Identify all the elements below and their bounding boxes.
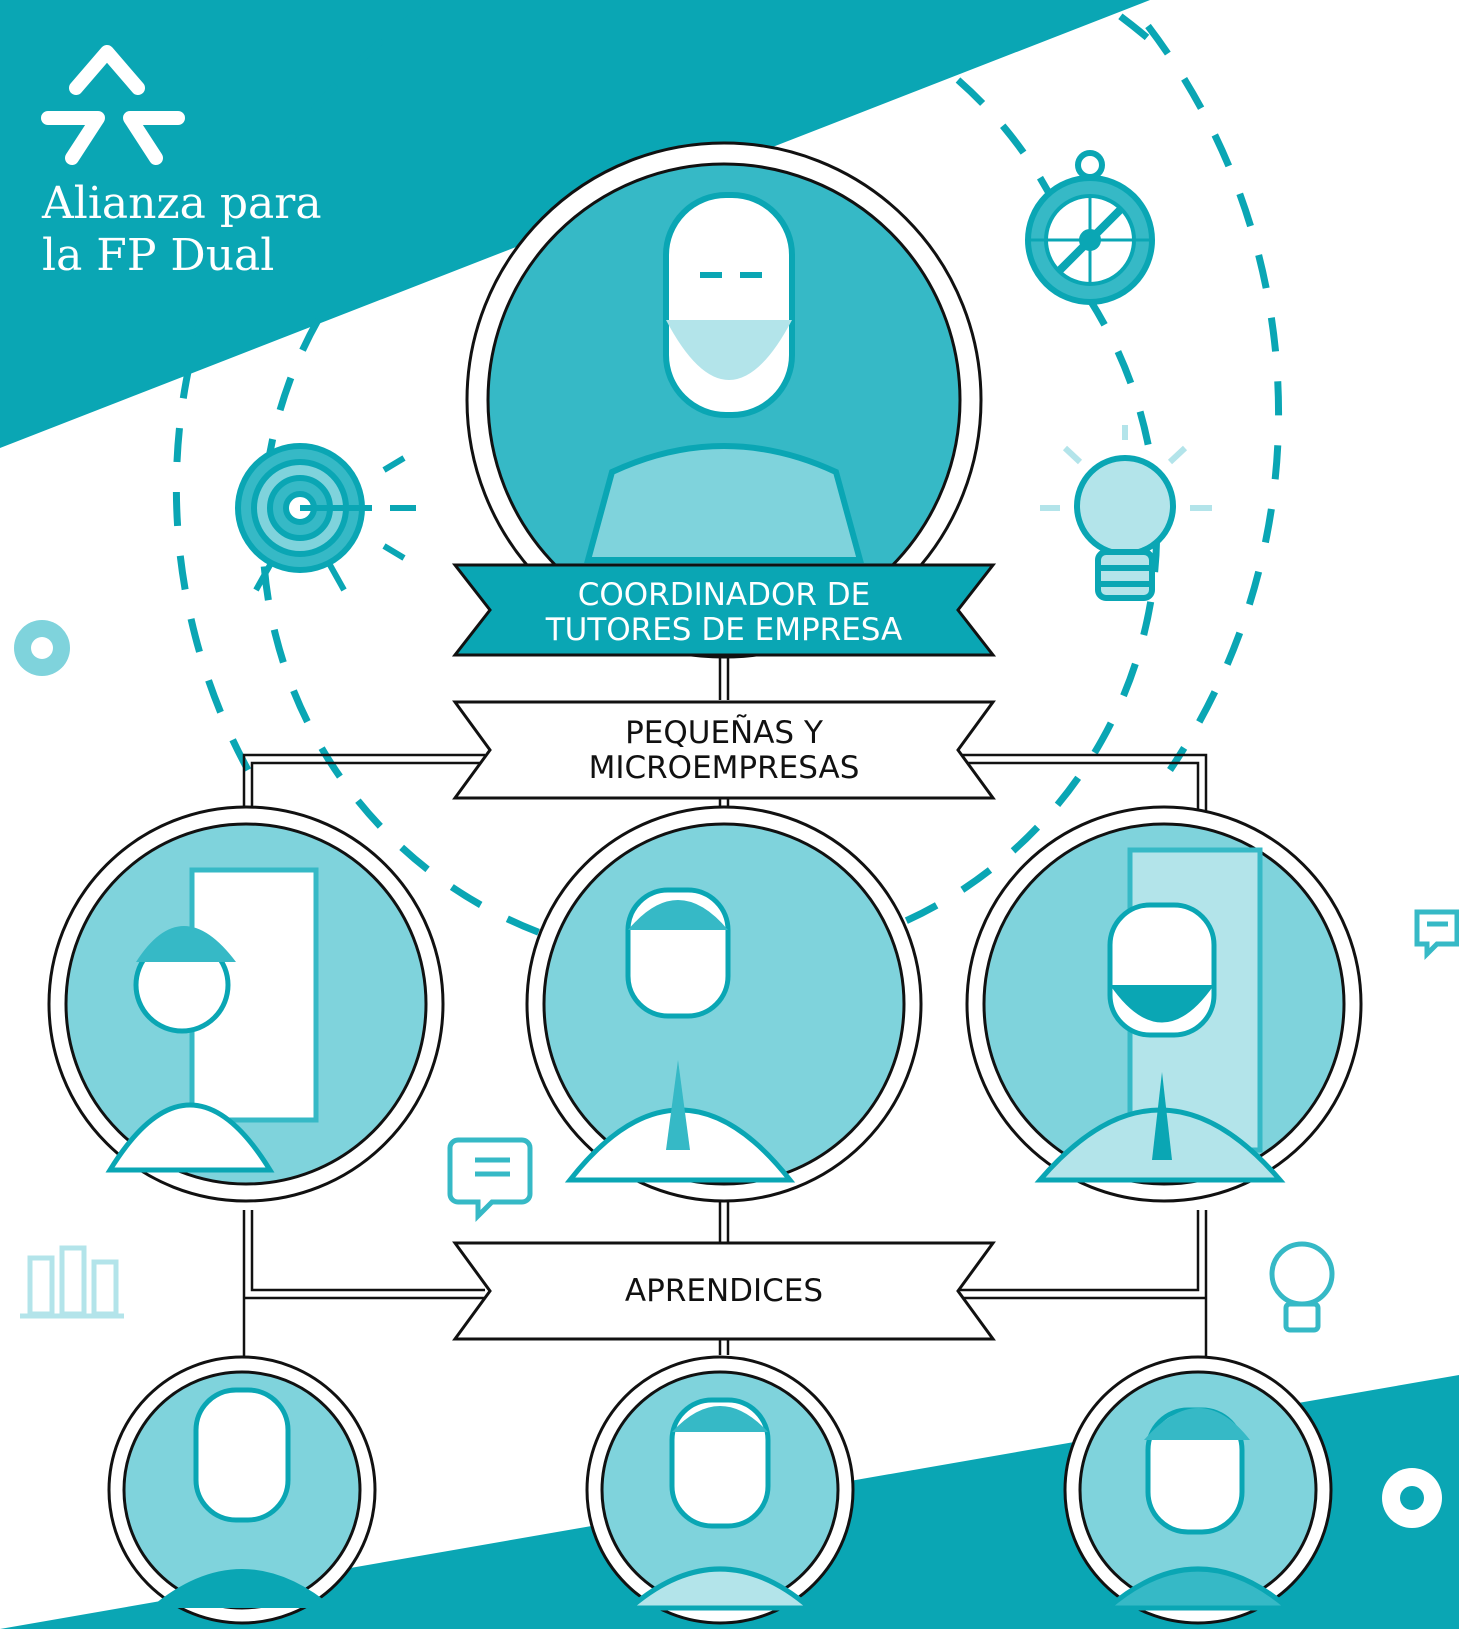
brand-name-line2: la FP Dual xyxy=(42,230,275,281)
middle-node xyxy=(47,805,445,1203)
middle-node xyxy=(525,805,923,1203)
companies-label: PEQUEÑAS Y MICROEMPRESAS xyxy=(474,716,974,786)
bottom-node xyxy=(107,1355,377,1625)
coordinator-label-line2: TUTORES DE EMPRESA xyxy=(545,612,903,648)
coordinator-label-line1: COORDINADOR DE xyxy=(577,577,871,613)
coordinator-ribbon xyxy=(451,563,997,657)
apprentice-woman-icon xyxy=(150,1387,334,1608)
bald-bearded-man-icon xyxy=(584,192,864,563)
target-icon xyxy=(235,443,416,592)
companies-label-line2: MICROEMPRESAS xyxy=(588,750,860,786)
middle-node xyxy=(965,805,1363,1203)
man-tutor-icon xyxy=(564,887,796,1183)
bottom-node xyxy=(1063,1355,1333,1625)
bar-chart-icon xyxy=(20,1245,124,1319)
coordinator-label: COORDINADOR DE TUTORES DE EMPRESA xyxy=(474,578,974,648)
chat-icon xyxy=(1414,909,1459,961)
bearded-tutor-icon xyxy=(1034,847,1286,1183)
top-node xyxy=(465,141,983,659)
gear-icon xyxy=(1382,1468,1442,1528)
brand-name-line1: Alianza para xyxy=(42,178,322,229)
brand-name: Alianza para la FP Dual xyxy=(42,178,322,282)
arrows-logo-icon xyxy=(41,45,185,165)
apprentice-young-man-icon xyxy=(1101,1407,1295,1611)
lightbulb-icon xyxy=(1040,425,1212,601)
gear-icon xyxy=(14,620,70,676)
chat-icon xyxy=(447,1137,533,1223)
compass-icon xyxy=(1025,150,1155,305)
apprentices-label: APRENDICES xyxy=(474,1274,974,1309)
companies-label-line1: PEQUEÑAS Y xyxy=(625,715,823,751)
apprentices-label-text: APRENDICES xyxy=(624,1273,824,1309)
apprentice-man-icon xyxy=(623,1397,817,1611)
companies-ribbon xyxy=(452,700,996,800)
woman-tutor-icon xyxy=(105,867,319,1173)
bottom-node xyxy=(585,1355,855,1625)
apprentices-ribbon xyxy=(452,1241,996,1341)
lightbulb-icon xyxy=(1269,1241,1335,1333)
